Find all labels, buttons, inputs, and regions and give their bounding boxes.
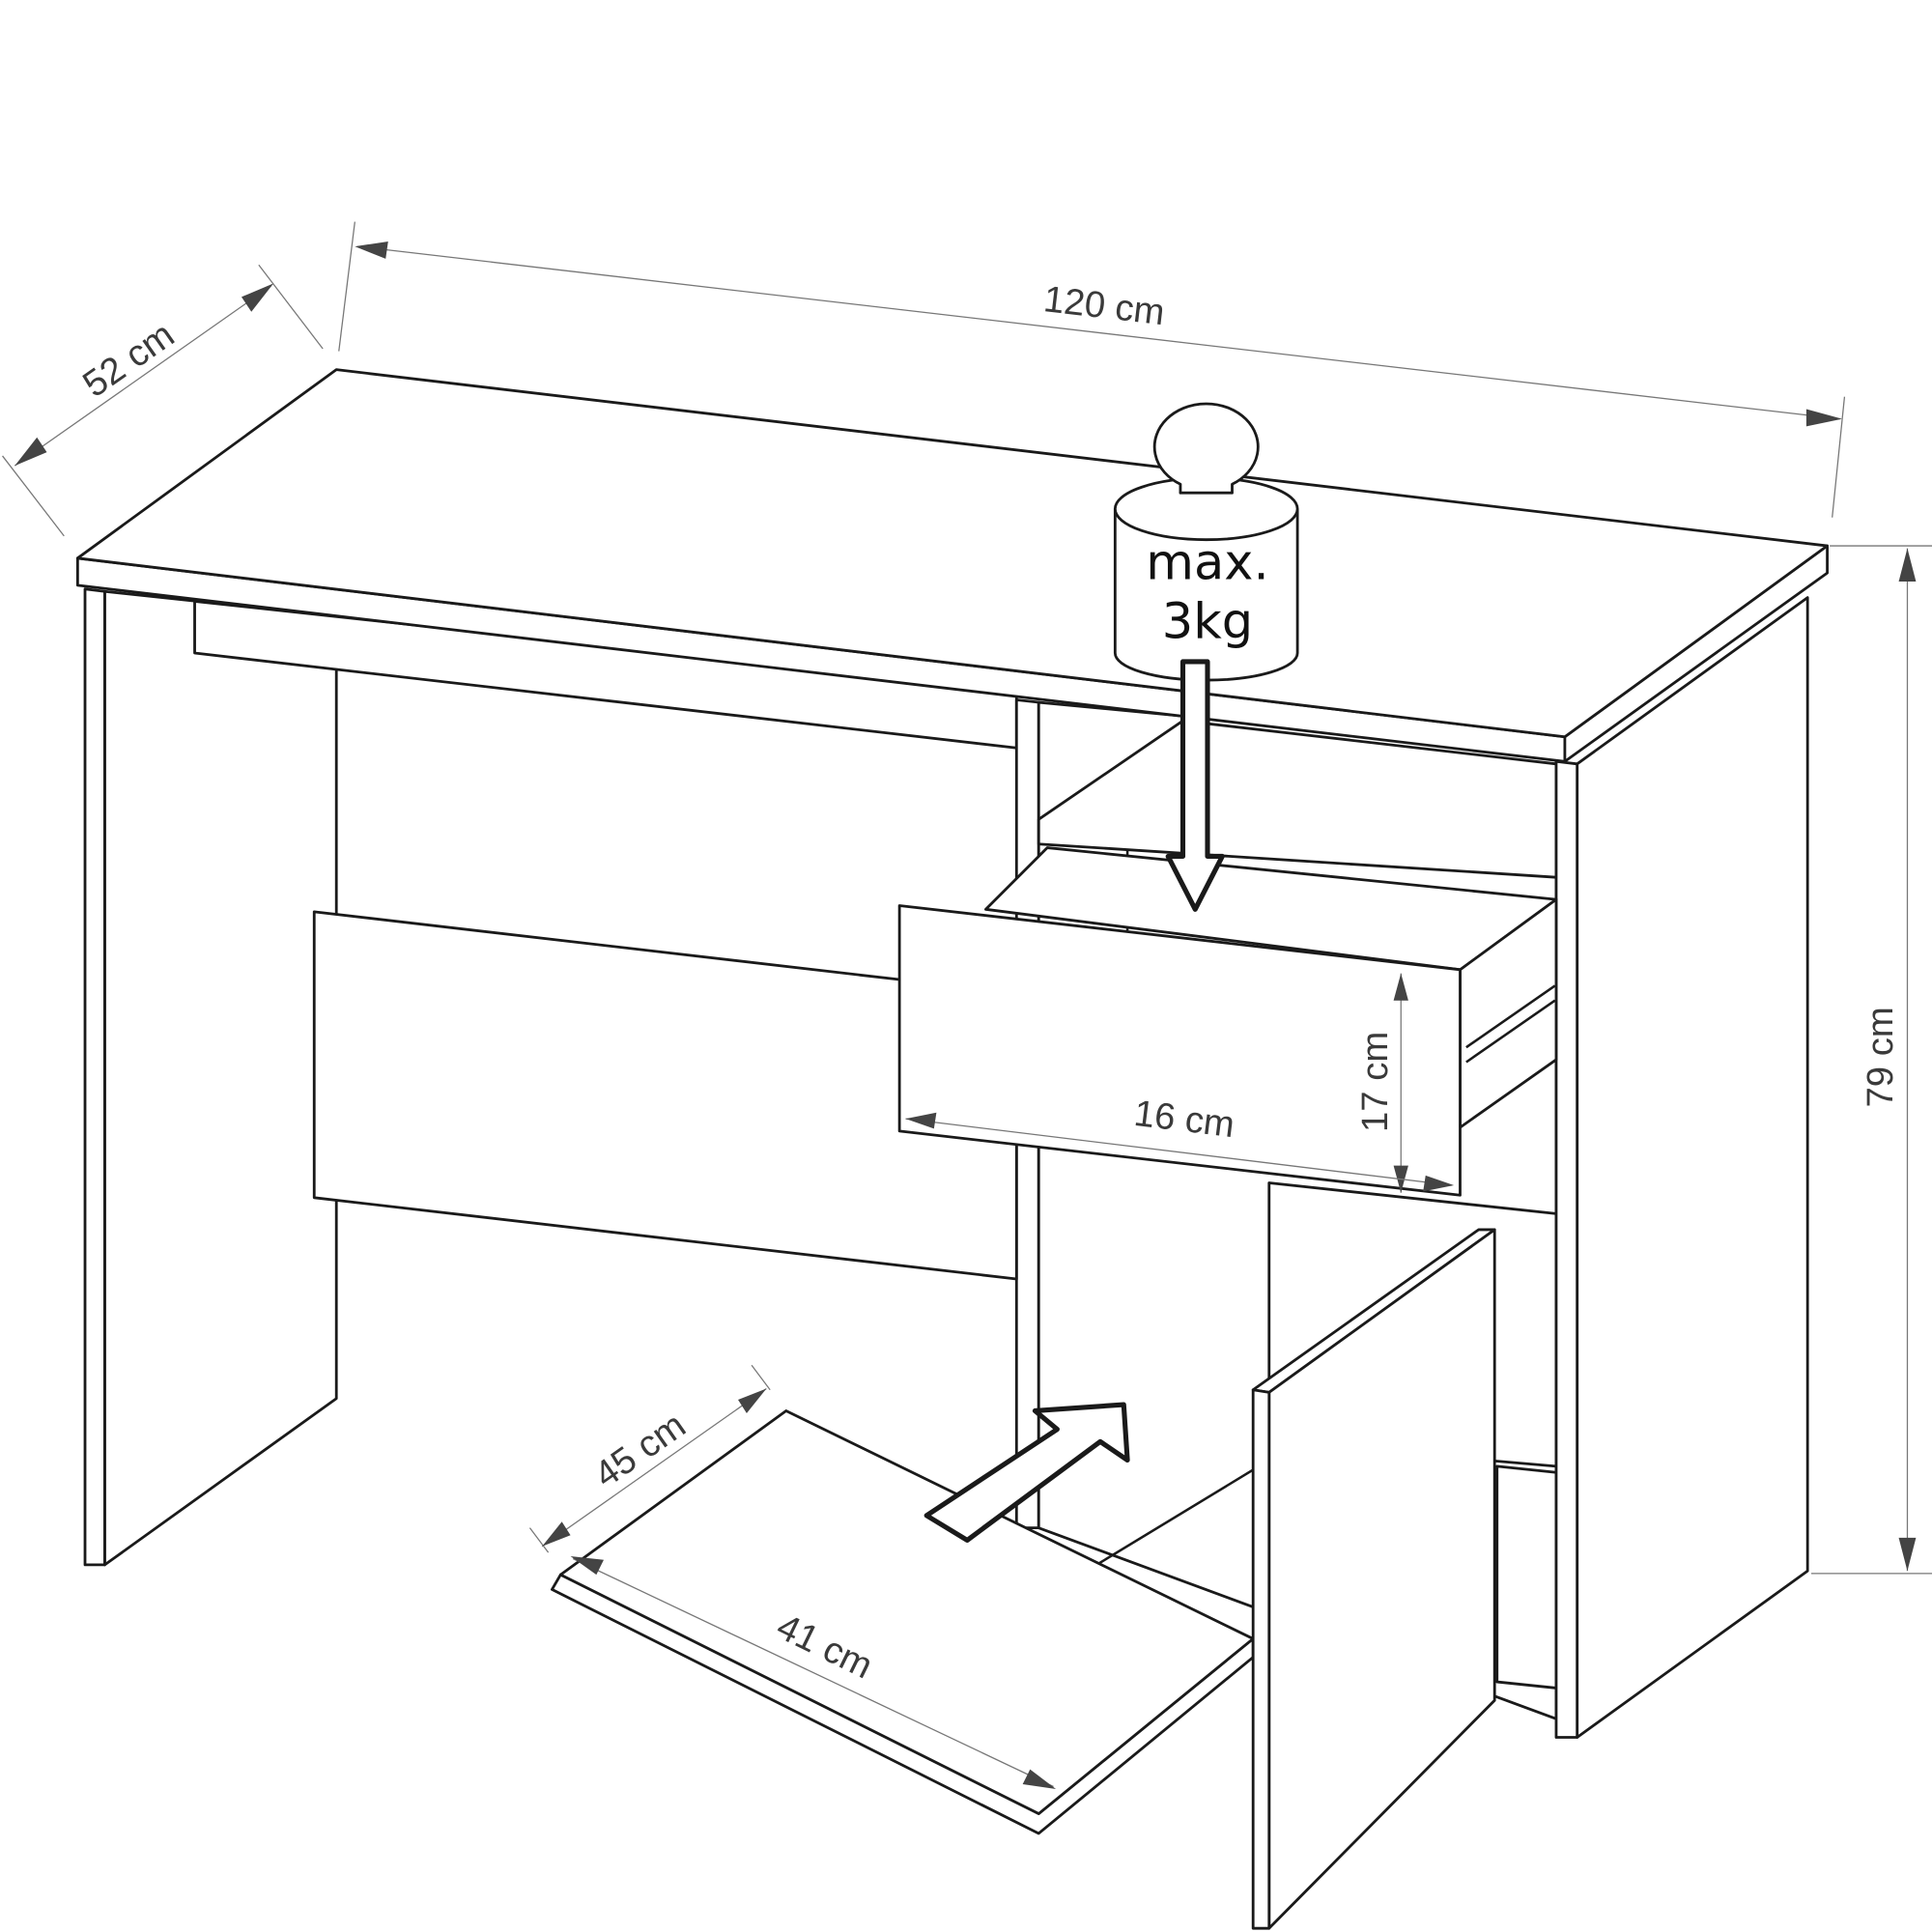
left-leg — [83, 587, 338, 1567]
tray-depth-label: 45 cm — [586, 1405, 693, 1496]
weight-value-label: 3kg — [1162, 594, 1253, 651]
drawer-height-label: 17 cm — [1354, 1032, 1396, 1132]
open-drawer — [897, 846, 1558, 1197]
dimension-lines — [2, 221, 1932, 1790]
right-leg — [1554, 596, 1809, 1739]
height-label: 79 cm — [1860, 1007, 1901, 1107]
width-label: 120 cm — [1041, 278, 1167, 333]
cabinet-door — [1251, 1228, 1496, 1930]
insert-arrow-icon — [923, 1402, 1130, 1543]
weight-icon: max. 3kg — [1113, 402, 1299, 682]
load-arrow-icon — [1165, 659, 1225, 912]
weight-max-label: max. — [1146, 534, 1268, 591]
